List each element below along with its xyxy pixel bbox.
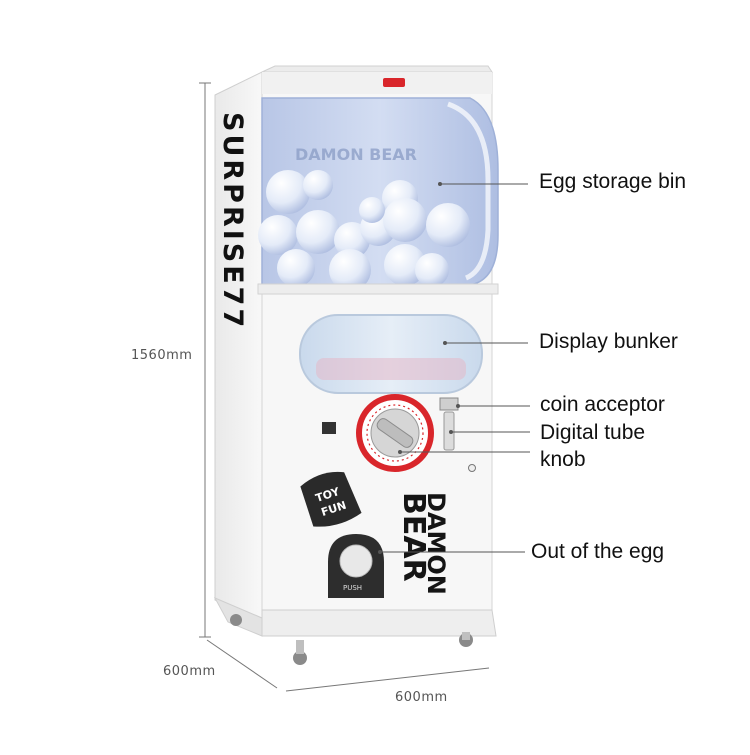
toy-fun-sticker: TOY FUN	[300, 471, 362, 527]
dimension-width-label: 600mm	[395, 690, 448, 705]
dimension-lines	[199, 82, 490, 692]
label-display-bunker: Display bunker	[539, 330, 678, 353]
key-lock[interactable]	[468, 464, 476, 472]
knob-tick-ring	[366, 404, 424, 462]
machine-top-cap	[261, 65, 493, 73]
machine-base	[261, 609, 497, 637]
callout-dots	[378, 182, 460, 554]
caster-wheels	[230, 614, 473, 665]
dimension-height-label: 1560mm	[131, 348, 193, 363]
dome-ledge	[257, 283, 499, 295]
display-bunker-strip	[316, 358, 466, 380]
push-button[interactable]	[339, 544, 373, 578]
label-digital-tube: Digital tube	[540, 421, 646, 444]
callout-leaders	[380, 183, 530, 553]
capsule-balls	[258, 170, 470, 291]
header-badge	[383, 78, 405, 87]
small-label-plate	[322, 422, 336, 434]
knob-handle[interactable]	[375, 417, 415, 450]
dimension-depth-label: 600mm	[163, 664, 216, 679]
label-out-of-the-egg: Out of the egg	[531, 540, 665, 563]
coin-slot[interactable]	[443, 411, 455, 451]
dome-inner-text: DAMON BEAR	[295, 145, 417, 164]
brand-text-top: DAMON	[422, 492, 450, 595]
label-egg-storage-bin: Egg storage bin	[539, 170, 687, 193]
side-panel-text: SURPRISE77	[217, 112, 248, 330]
brand-text-bottom: BEAR	[396, 492, 431, 582]
push-label: PUSH	[343, 584, 362, 592]
dome-highlight	[447, 101, 491, 281]
label-knob: knob	[540, 448, 586, 471]
display-bunker-window	[299, 314, 483, 394]
coin-acceptor[interactable]	[439, 397, 459, 411]
machine-header	[262, 72, 492, 94]
label-coin-acceptor: coin acceptor	[540, 393, 665, 416]
